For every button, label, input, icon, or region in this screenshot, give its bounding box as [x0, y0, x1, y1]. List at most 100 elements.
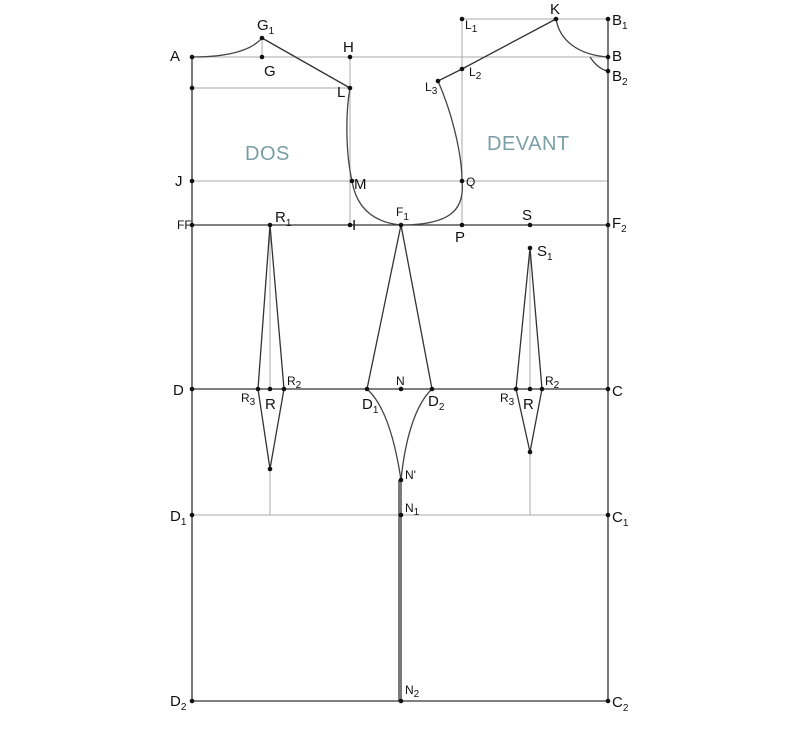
label-l: L [337, 84, 345, 101]
side-dart-right-curve [400, 388, 433, 481]
point-r2-front [539, 386, 545, 392]
point-b1 [605, 16, 611, 22]
point-c2 [605, 698, 611, 704]
reference-points [189, 16, 611, 704]
label-d1: D1 [362, 396, 379, 416]
front-armhole-curve [400, 80, 463, 226]
point-n1 [398, 512, 404, 518]
side-upper-dart [366, 224, 433, 390]
label-j: J [175, 173, 183, 190]
label-c: C [612, 383, 623, 400]
front-shoulder-l3-l2 [437, 68, 463, 82]
label-i: I [352, 217, 356, 234]
point-r3-front [513, 386, 519, 392]
point-p [459, 222, 465, 228]
point-g1 [259, 35, 265, 41]
point-d1 [364, 386, 370, 392]
point-a-low [189, 85, 195, 91]
front-shoulder-seam [461, 18, 557, 70]
label-d: D [173, 382, 184, 399]
point-r3-back [255, 386, 261, 392]
point-back-dart-tip [267, 466, 273, 472]
point-front-dart-tip [527, 449, 533, 455]
point-f2 [605, 222, 611, 228]
label-f1: F1 [396, 205, 409, 223]
label-n: N [396, 374, 405, 388]
point-l [347, 85, 353, 91]
label-p: P [455, 229, 465, 246]
label-r3-back: R3 [241, 391, 256, 408]
label-n-prime: N' [405, 468, 416, 482]
point-n [398, 386, 404, 392]
back-shoulder-seam [261, 37, 351, 89]
front-neckline-upper-curve [555, 18, 609, 58]
point-labels: A G1 G H L J M Q FF R1 I F1 P S F2 K B1 … [170, 1, 629, 714]
label-c1: C1 [612, 509, 629, 529]
label-r-back: R [265, 396, 276, 413]
label-r2-front: R2 [545, 374, 560, 391]
point-i [347, 222, 353, 228]
label-l2: L2 [469, 65, 482, 82]
label-a: A [170, 48, 180, 65]
point-b2 [605, 68, 611, 74]
label-n1: N1 [405, 501, 420, 518]
label-q: Q [466, 175, 475, 189]
point-r2-back [281, 386, 287, 392]
label-l3: L3 [425, 80, 438, 97]
front-waist-dart [515, 247, 543, 453]
label-d2: D2 [428, 393, 445, 413]
point-r-back [267, 386, 273, 392]
back-armhole-curve [346, 87, 402, 226]
label-c2: C2 [612, 694, 629, 714]
label-h: H [343, 39, 354, 56]
point-c1 [605, 512, 611, 518]
point-a [189, 54, 195, 60]
point-s1 [527, 245, 533, 251]
back-waist-dart [257, 224, 285, 470]
label-l1: L1 [465, 18, 478, 35]
point-q [459, 178, 465, 184]
point-m [349, 178, 355, 184]
point-j [189, 178, 195, 184]
point-l1 [459, 16, 465, 22]
point-d2 [429, 386, 435, 392]
side-dart-left-curve [366, 388, 402, 481]
point-f1 [398, 222, 404, 228]
label-r3-front: R3 [500, 391, 515, 408]
point-n2 [398, 698, 404, 704]
label-s1: S1 [537, 243, 553, 263]
point-g [259, 54, 265, 60]
point-l3 [435, 78, 441, 84]
label-k: K [550, 1, 560, 18]
point-d [189, 386, 195, 392]
point-d1-hip [189, 512, 195, 518]
point-s [527, 222, 533, 228]
label-g1: G1 [257, 17, 275, 37]
label-d1-hip: D1 [170, 508, 187, 528]
label-d2-hem: D2 [170, 693, 187, 713]
point-c [605, 386, 611, 392]
label-r-front: R [523, 396, 534, 413]
point-l2 [459, 66, 465, 72]
point-ff [189, 222, 195, 228]
front-neckline-curve [589, 56, 609, 72]
point-d2-hem [189, 698, 195, 704]
label-b: B [612, 48, 622, 65]
label-ff: FF [177, 218, 192, 232]
label-f2: F2 [612, 215, 627, 235]
label-m: M [354, 176, 367, 193]
construction-lines [192, 18, 608, 516]
darts [257, 224, 543, 470]
label-r2-back: R2 [287, 374, 302, 391]
label-r1: R1 [275, 209, 292, 229]
region-label-back: DOS [245, 143, 290, 165]
point-n-prime [398, 477, 404, 483]
label-g: G [264, 63, 276, 80]
point-b [605, 54, 611, 60]
point-r1 [267, 222, 273, 228]
label-s: S [522, 207, 532, 224]
point-h [347, 54, 353, 60]
label-b2: B2 [612, 68, 628, 88]
